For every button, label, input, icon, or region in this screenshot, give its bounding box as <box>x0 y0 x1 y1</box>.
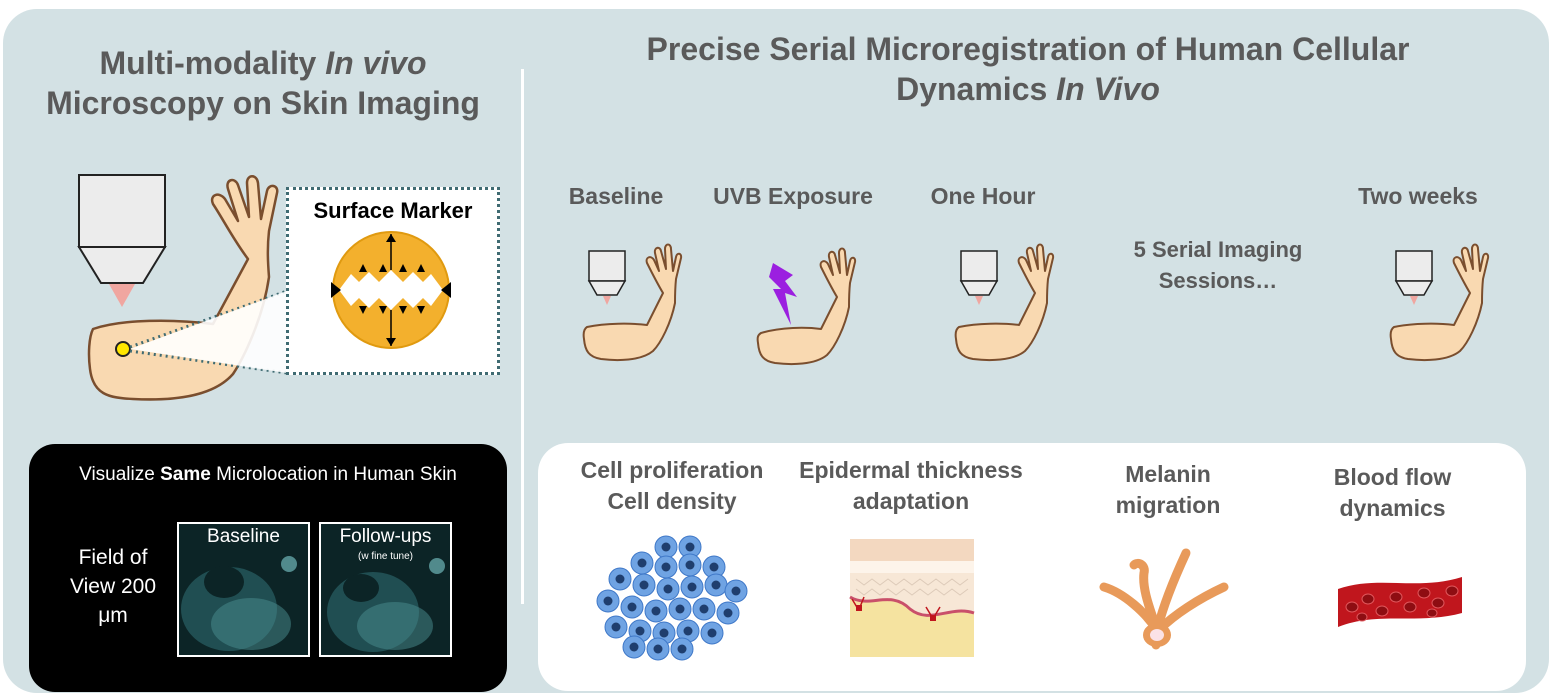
cell-icon <box>654 555 678 579</box>
baseline-texture <box>179 524 308 655</box>
marker-spot <box>115 341 131 357</box>
epidermis-illustration <box>849 539 975 657</box>
cell-icon <box>724 579 748 603</box>
step-two-weeks: Two weeks <box>1358 183 1478 209</box>
outcomes-box: Cell proliferation Cell density Epiderma… <box>538 443 1526 691</box>
cell-icon <box>604 615 628 639</box>
left-title-line1: Multi-modality <box>99 45 317 81</box>
outcome-cell-proliferation: Cell proliferation Cell density <box>552 455 792 516</box>
right-title-italic: In Vivo <box>1056 71 1160 107</box>
panel-divider <box>521 69 524 604</box>
viewer-title-post: Microlocation in Human Skin <box>216 464 457 485</box>
followup-label: Follow-ups <box>339 526 432 547</box>
cell-icon <box>596 589 620 613</box>
cell-icon <box>700 621 724 645</box>
surface-marker-icon <box>331 231 451 349</box>
light-beam <box>109 284 135 307</box>
viewer-title: Visualize Same Microlocation in Human Sk… <box>29 464 507 486</box>
right-title-line1: Precise Serial Microregistration of Huma… <box>646 31 1410 67</box>
baseline-arm-icon <box>582 243 683 361</box>
outcome-1-line1: Epidermal thickness <box>799 457 1023 483</box>
cell-icon <box>668 597 692 621</box>
cell-icon <box>632 573 656 597</box>
left-title: Multi-modality In vivo Microscopy on Ski… <box>13 43 513 123</box>
serial-line2: Sessions… <box>1158 267 1278 293</box>
cell-icon <box>678 553 702 577</box>
fov-line3: μm <box>98 603 128 627</box>
cell-icon <box>644 599 668 623</box>
microscopy-viewer: Visualize Same Microlocation in Human Sk… <box>29 444 507 692</box>
cell-icon <box>646 637 670 661</box>
uvb-bolt-icon <box>769 263 797 325</box>
cell-icon <box>670 637 694 661</box>
cell-icon <box>676 619 700 643</box>
objective-body <box>78 174 166 248</box>
outcome-3-line2: dynamics <box>1339 494 1446 521</box>
cell-icon <box>630 551 654 575</box>
step-uvb: UVB Exposure <box>713 183 873 209</box>
cell-icon <box>620 595 644 619</box>
cell-icon <box>622 635 646 659</box>
outcome-epidermal-thickness: Epidermal thickness adaptation <box>780 455 1042 516</box>
melanocyte-illustration <box>1099 548 1229 650</box>
left-title-line2: Microscopy on Skin Imaging <box>46 85 480 121</box>
surface-marker-label: Surface Marker <box>313 198 473 223</box>
baseline-label: Baseline <box>207 526 280 547</box>
outcome-0-line1: Cell proliferation <box>580 457 764 483</box>
arm-microscope-illustration <box>77 174 288 401</box>
viewer-title-pre: Visualize <box>79 464 155 485</box>
cell-icon <box>608 567 632 591</box>
cell-cluster-illustration <box>596 535 748 661</box>
step-one-hour: One Hour <box>930 183 1036 209</box>
surface-marker-box: Surface Marker <box>286 187 500 375</box>
blood-vessel-illustration <box>1338 577 1462 627</box>
cell-icon <box>704 573 728 597</box>
followup-sublabel: (w fine tune) <box>357 551 414 562</box>
one-hour-arm-icon <box>954 243 1055 361</box>
cell-icon <box>656 577 680 601</box>
outcome-0-line2: Cell density <box>607 487 737 514</box>
fov-line2: View 200 <box>69 574 156 598</box>
outcome-3-line1: Blood flow <box>1333 464 1452 490</box>
cell-icon <box>654 535 678 559</box>
cell-icon <box>716 601 740 625</box>
callout-fill <box>130 291 287 373</box>
fov-line1: Field of <box>78 546 148 569</box>
cell-icon <box>692 597 716 621</box>
outcome-1-line2: adaptation <box>852 487 970 514</box>
right-title: Precise Serial Microregistration of Huma… <box>543 29 1513 109</box>
two-weeks-arm-icon <box>1389 243 1490 361</box>
figure-panel: Multi-modality In vivo Microscopy on Ski… <box>3 9 1549 693</box>
cell-icon <box>680 575 704 599</box>
callout-line-bottom <box>129 349 288 375</box>
followup-image: Follow-ups (w fine tune) <box>319 522 452 657</box>
outcome-2-line2: migration <box>1115 491 1221 518</box>
field-of-view-label: Field of View 200 μm <box>43 544 183 631</box>
outcome-blood-flow: Blood flow dynamics <box>1310 462 1475 523</box>
step-baseline: Baseline <box>568 183 664 209</box>
outcome-melanin-migration: Melanin migration <box>1088 459 1248 520</box>
callout-line-top <box>129 289 288 349</box>
serial-line1: 5 Serial Imaging <box>1133 237 1303 262</box>
baseline-image: Baseline <box>177 522 310 657</box>
objective-cone <box>77 246 167 284</box>
serial-sessions-label: 5 Serial Imaging Sessions… <box>1098 235 1338 297</box>
outcome-2-line1: Melanin <box>1125 461 1211 487</box>
left-title-italic: In vivo <box>325 45 427 81</box>
right-title-line2: Dynamics <box>896 71 1048 107</box>
followup-texture <box>321 524 450 655</box>
viewer-title-bold: Same <box>160 464 211 485</box>
uvb-arm-icon <box>756 247 857 365</box>
